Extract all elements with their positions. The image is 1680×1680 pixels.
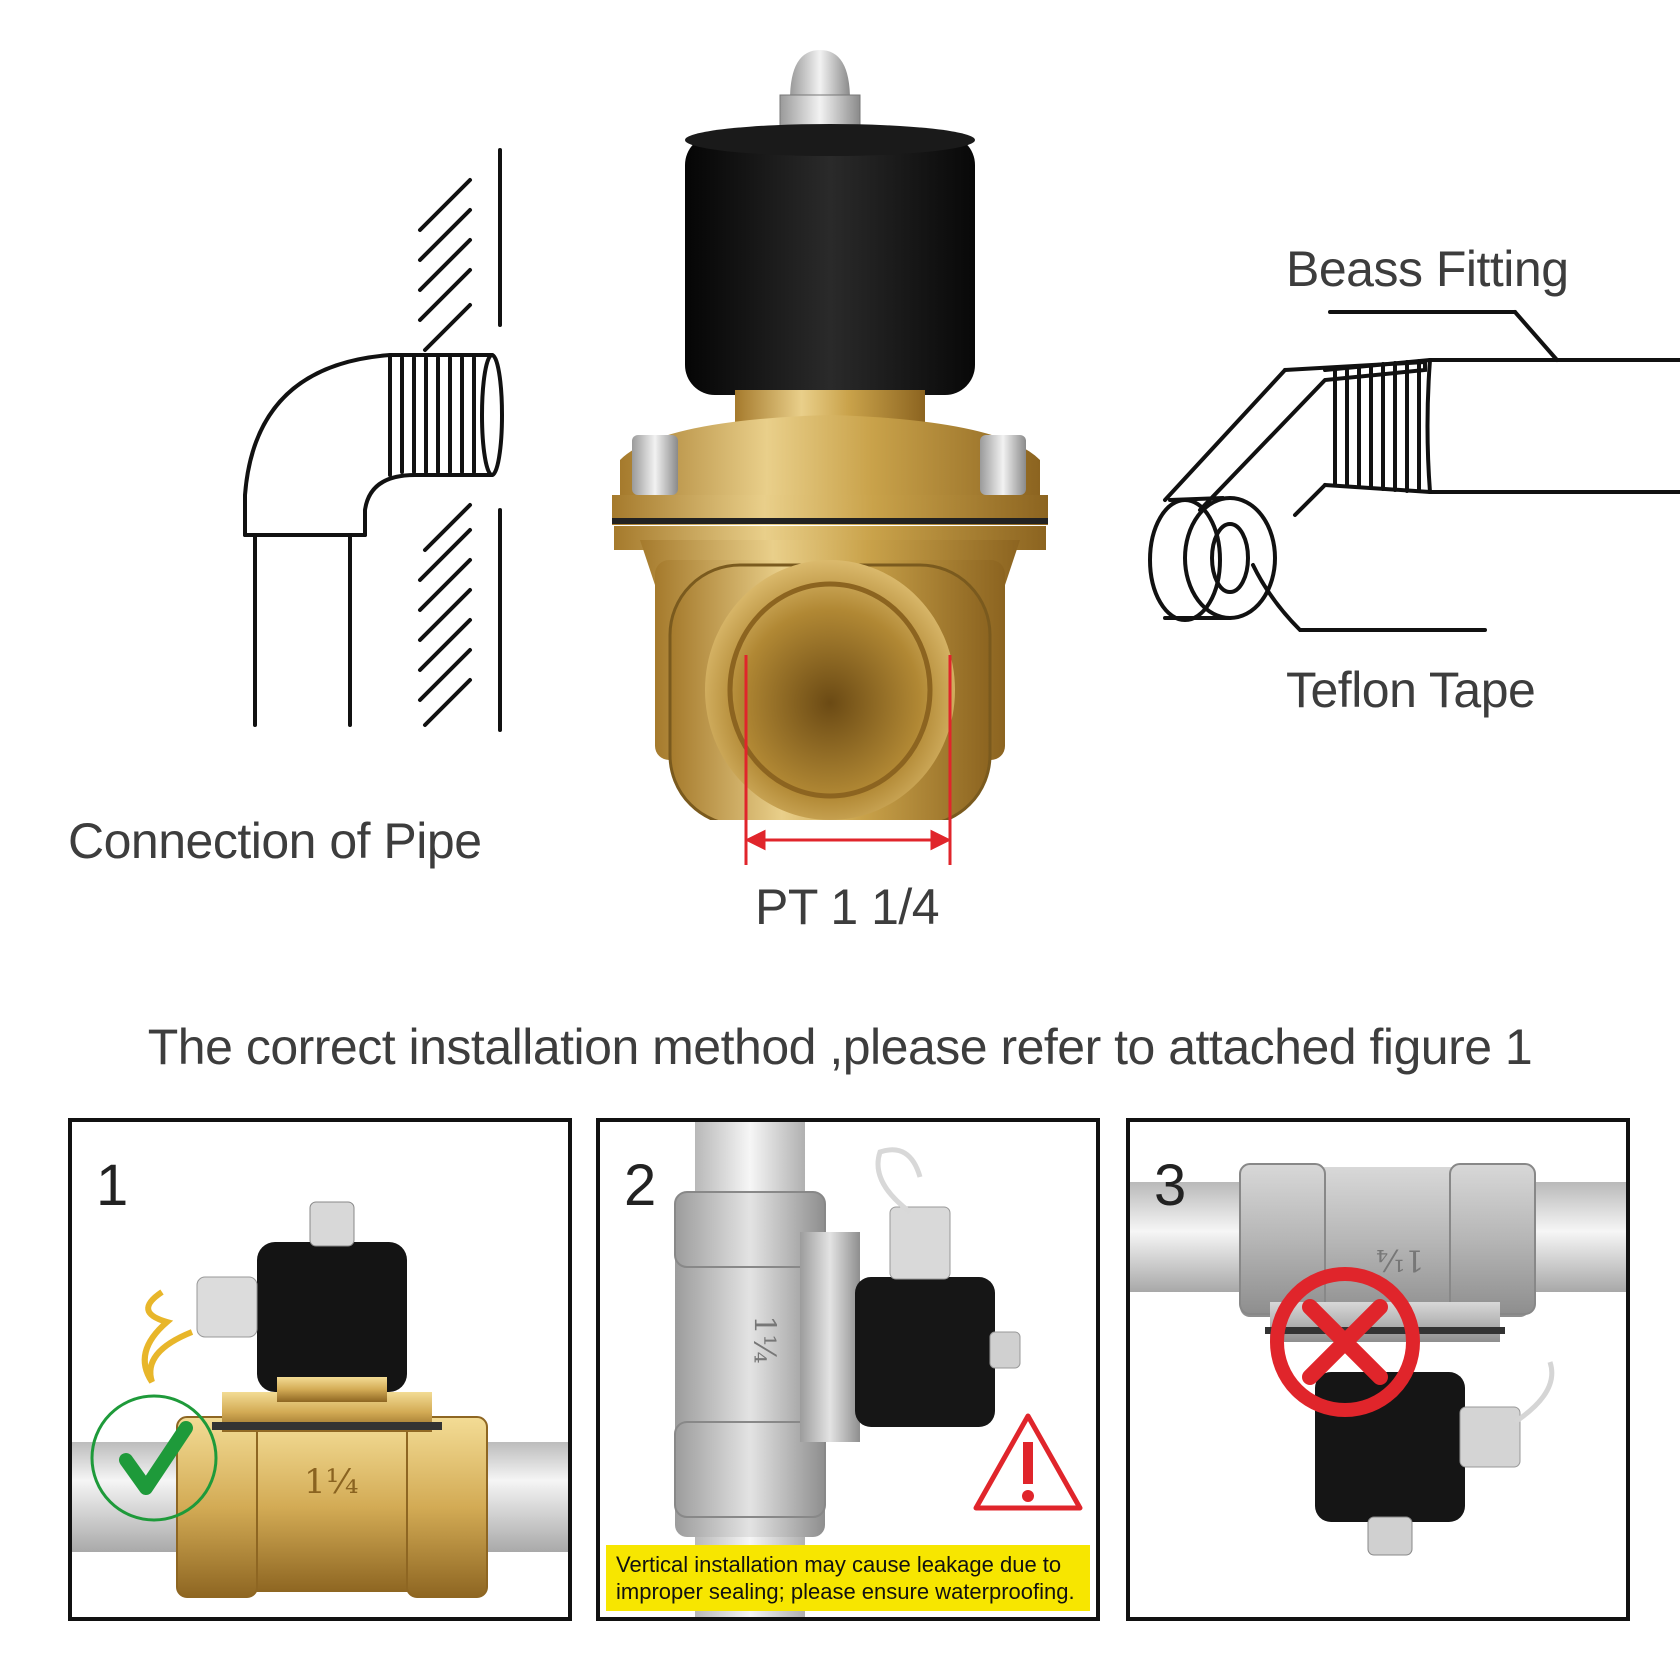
vertical-valve-image <box>674 1122 1021 1617</box>
vertical-install-warning: Vertical installation may cause leakage … <box>606 1545 1090 1611</box>
port-size-dimension <box>744 655 952 865</box>
warning-line-1: Vertical installation may cause leakage … <box>616 1552 1062 1577</box>
brass-solenoid-valve-image <box>612 50 1048 820</box>
brass-fitting-label: Beass Fitting <box>1286 241 1569 297</box>
connection-of-pipe-label: Connection of Pipe <box>68 813 482 869</box>
panel-body-mark: 1¼ <box>304 1462 359 1502</box>
teflon-tape-label: Teflon Tape <box>1286 662 1536 718</box>
pipe-elbow-drawing <box>243 148 504 732</box>
warning-line-2: improper sealing; please ensure waterpro… <box>616 1579 1075 1604</box>
warning-icon <box>973 1413 1083 1511</box>
port-size-label: PT 1 1/4 <box>755 879 940 935</box>
brass-fitting-teflon-drawing <box>1148 310 1680 632</box>
installation-instruction-heading: The correct installation method ,please … <box>147 1019 1533 1075</box>
install-panel-3: 3 1¼ <box>1126 1118 1630 1621</box>
panel-number: 3 <box>1154 1153 1187 1218</box>
check-icon <box>90 1394 218 1522</box>
panel-body-mark: 1¼ <box>746 1315 782 1364</box>
install-panel-1: 1 1¼ <box>68 1118 572 1621</box>
horizontal-valve-image <box>72 1201 568 1598</box>
panel-number: 2 <box>624 1153 657 1218</box>
panel-number: 1 <box>96 1153 129 1218</box>
cross-icon <box>1270 1267 1420 1417</box>
install-panel-2: 2 1¼ Vertical installation may cause lea… <box>596 1118 1100 1621</box>
